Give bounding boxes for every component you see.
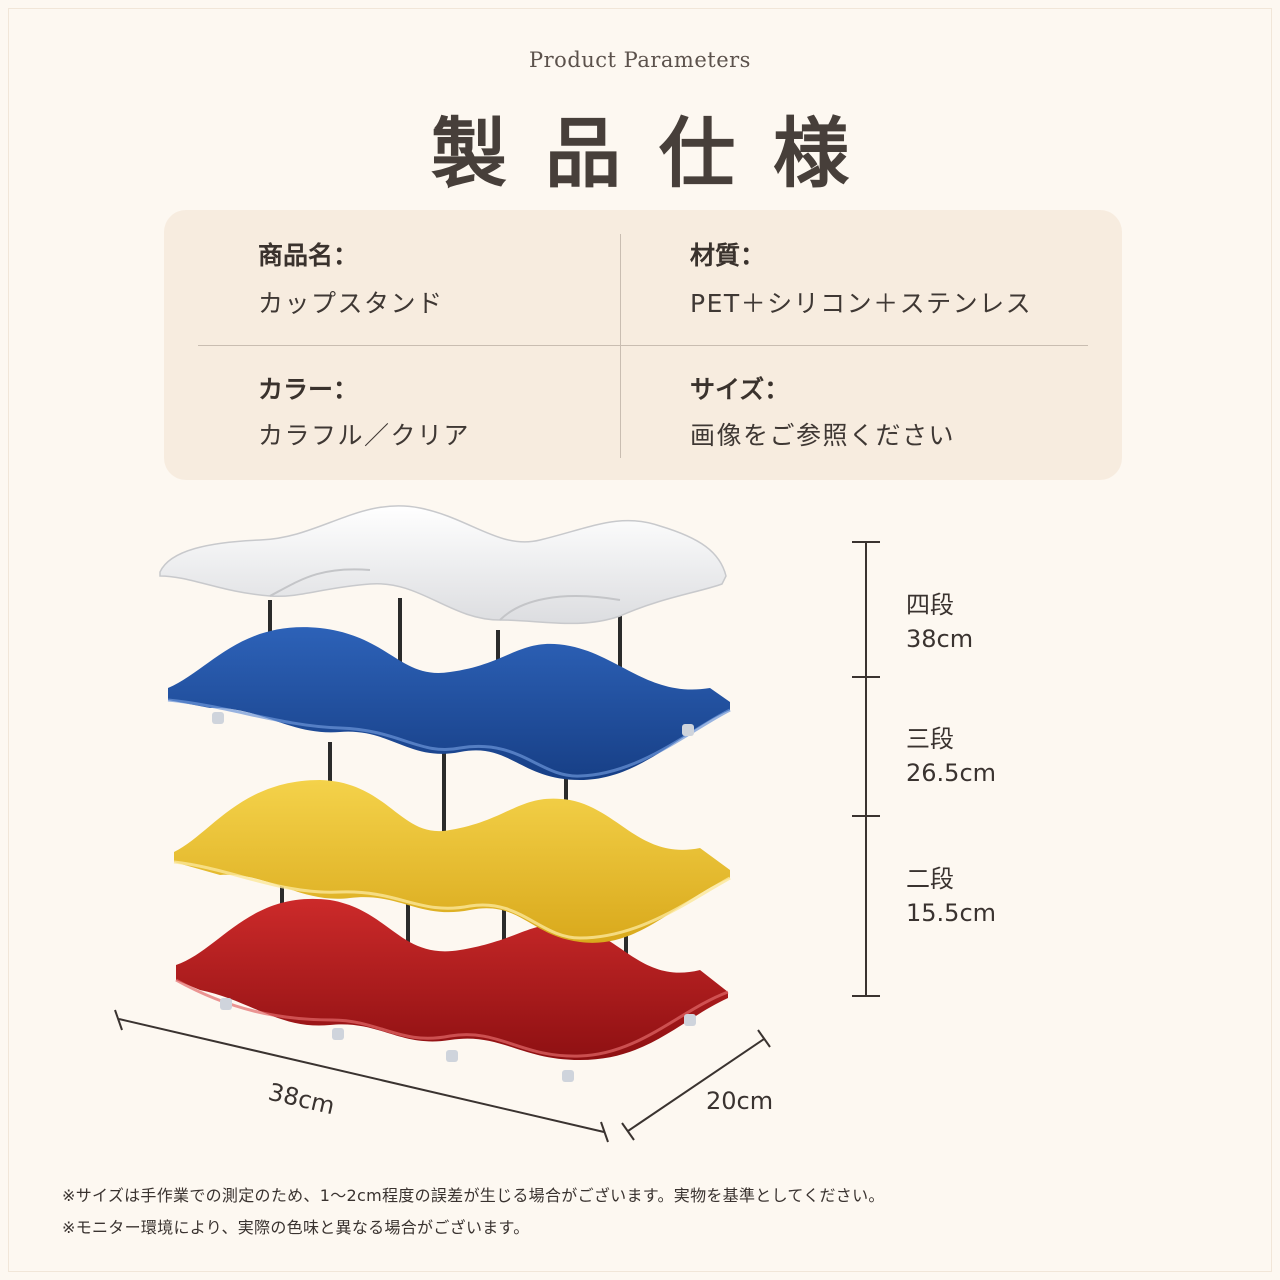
tier4-label: 四段	[906, 591, 954, 619]
tier3-label: 三段	[906, 725, 954, 753]
section-subtitle: Product Parameters	[529, 48, 751, 72]
tier4-height: 38cm	[906, 625, 974, 653]
product-name-value: カップスタンド	[258, 289, 444, 318]
tier2-height: 15.5cm	[906, 899, 997, 927]
page-title: 製品仕様	[431, 109, 887, 198]
size-value: 画像をご参照ください	[690, 421, 956, 450]
size-label: サイズ：	[690, 375, 790, 404]
tier-third-yellow	[173, 780, 731, 943]
tier-second-blue	[167, 627, 731, 780]
tier3-height: 26.5cm	[906, 759, 997, 787]
note-measurement: ※サイズは手作業での測定のため、1～2cm程度の誤差が生じる場合がございます。実…	[62, 1186, 885, 1205]
spec-panel: 商品名： カップスタンド 材質： PET＋シリコン＋ステンレス カラー： カラフ…	[164, 210, 1122, 480]
material-label: 材質：	[690, 241, 766, 270]
cup-stand-illustration	[159, 505, 731, 1082]
color-value: カラフル／クリア	[258, 421, 471, 450]
tier2-label: 二段	[906, 865, 954, 893]
depth-dimension: 20cm	[706, 1087, 774, 1115]
spec-divider-vertical	[620, 234, 621, 458]
material-value: PET＋シリコン＋ステンレス	[690, 289, 1033, 318]
tier-top-white	[159, 505, 727, 625]
support-feet	[212, 712, 696, 1082]
spec-divider-horizontal	[198, 345, 1088, 346]
product-name-label: 商品名：	[258, 241, 359, 270]
color-label: カラー：	[258, 375, 359, 404]
note-color: ※モニター環境により、実際の色味と異なる場合がございます。	[62, 1218, 530, 1237]
